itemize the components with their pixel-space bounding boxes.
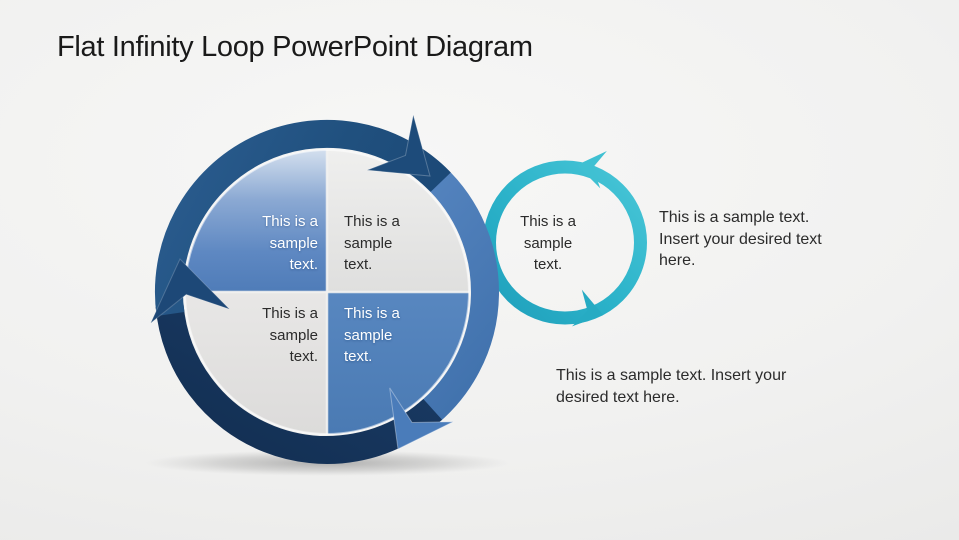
quadrant-top-right-text: This is a sample text.	[344, 213, 400, 273]
loop-arrowhead-left	[150, 258, 230, 324]
note-right-text: This is a sample text. Insert your desir…	[659, 209, 822, 269]
quadrant-bottom-left-shape	[185, 292, 327, 434]
loop-arc-right	[415, 160, 499, 428]
quadrant-top-left-shape	[185, 150, 327, 292]
loop-arc-top	[154, 119, 451, 316]
loop-arrowhead-bottom	[389, 387, 454, 450]
small-loop-text: This is a sample text.	[520, 213, 576, 273]
slide-title: Flat Infinity Loop PowerPoint Diagram	[57, 31, 533, 63]
loop-arc-bottom	[155, 304, 443, 464]
hub-circle	[183, 148, 471, 436]
quadrant-bottom-left-text: This is a sample text.	[262, 305, 318, 365]
quadrant-top-left-text: This is a sample text.	[262, 213, 318, 273]
quadrant-bottom-right-shape	[327, 292, 469, 434]
loop-arrowhead-top	[366, 114, 431, 177]
teal-arrowhead-top	[577, 150, 607, 189]
quadrant-bottom-right-text: This is a sample text.	[344, 305, 400, 365]
quadrant-top-right-shape	[327, 150, 469, 292]
note-bottom-text: This is a sample text. Insert your desir…	[556, 367, 787, 406]
teal-arrowhead-bottom	[572, 289, 603, 327]
